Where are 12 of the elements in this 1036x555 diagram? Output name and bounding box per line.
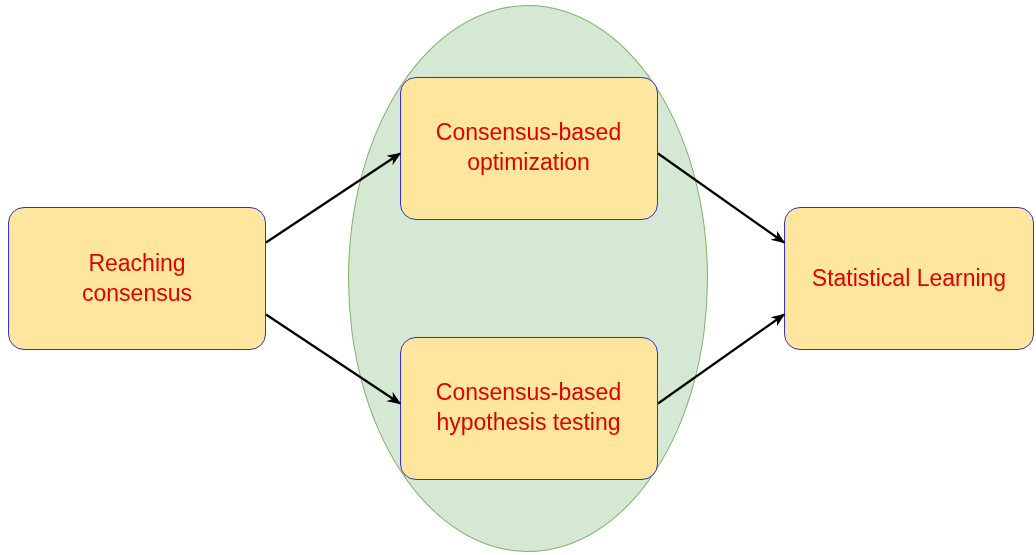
box-label: Reaching consensus — [81, 248, 193, 308]
box-label: Consensus-based hypothesis testing — [434, 378, 623, 437]
arrow — [657, 152, 786, 244]
arrow — [265, 313, 402, 405]
process-box — [8, 207, 266, 350]
arrow — [265, 152, 402, 244]
arrow — [657, 313, 786, 405]
process-box — [399, 76, 658, 220]
process-box — [784, 207, 1034, 350]
box-label: Statistical Learning — [810, 263, 1008, 293]
process-box — [399, 336, 658, 480]
box-label: Consensus-based optimization — [434, 118, 623, 177]
